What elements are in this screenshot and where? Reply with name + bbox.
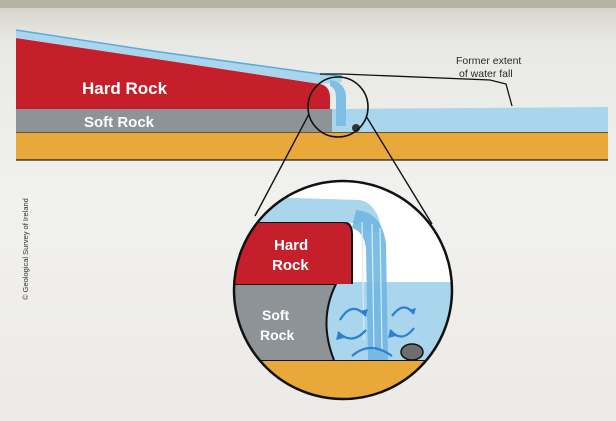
sign-top-edge (0, 0, 616, 8)
soft-rock-label: Soft Rock (84, 114, 155, 131)
zoom-soft-label-line2: Rock (260, 327, 294, 343)
zoom-plunge-pool (324, 282, 460, 360)
soft-rock-layer (16, 109, 332, 132)
zoom-boulder (401, 344, 423, 360)
hard-rock-label: Hard Rock (82, 79, 168, 98)
zoom-hard-label-line1: Hard (274, 237, 308, 254)
zoom-soft-label-line1: Soft (262, 307, 290, 323)
zoom-hard-label-line2: Rock (272, 257, 309, 274)
sediment-layer (16, 132, 608, 160)
credit-label: © Geological Survey of Ireland (21, 198, 30, 300)
former-extent-label-line2: of water fall (459, 68, 513, 80)
zoom-sediment-layer (230, 360, 460, 420)
former-extent-label-line1: Former extent (456, 55, 521, 67)
